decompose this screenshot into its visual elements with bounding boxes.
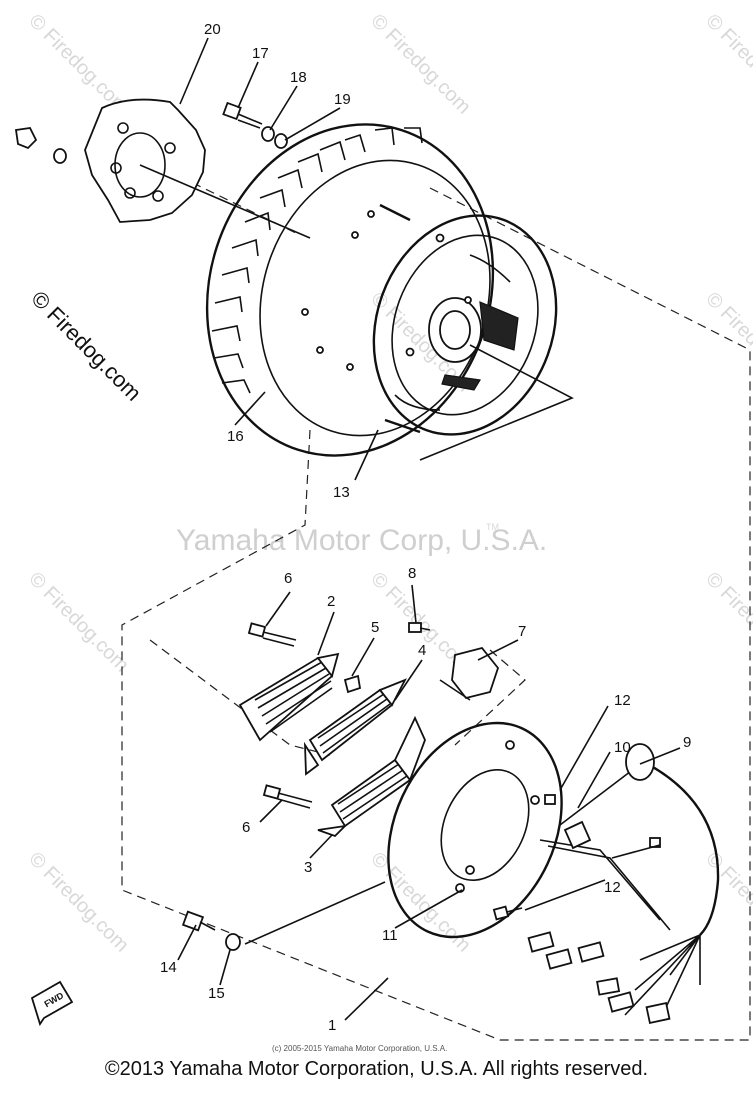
watermark-site-6: © Firedog.com — [24, 568, 133, 677]
coil-2 — [238, 652, 340, 742]
coil-3 — [317, 715, 426, 838]
label-3: 3 — [304, 859, 312, 876]
watermark-site-8: © Firedog.com — [701, 568, 753, 677]
label-17: 17 — [252, 45, 269, 62]
pulley-plate-center — [114, 132, 166, 198]
screw-12-upper — [544, 794, 556, 805]
rotor-axis-line — [419, 344, 574, 461]
washer-19 — [274, 133, 288, 149]
watermark-site-11: © Firedog.com — [701, 848, 753, 957]
label-11: 11 — [382, 927, 398, 944]
pickup-7 — [451, 646, 500, 700]
wire-harness — [527, 743, 720, 1024]
washer-18 — [261, 126, 275, 142]
watermark-tm: TM — [486, 522, 499, 532]
watermark-site-dark: © Firedog.com — [26, 286, 146, 406]
label-20: 20 — [204, 21, 221, 38]
watermark-site-9: © Firedog.com — [24, 848, 133, 957]
screw-12-lower — [492, 905, 523, 921]
label-6-lower: 6 — [242, 819, 250, 836]
label-4: 4 — [418, 642, 426, 659]
label-5: 5 — [371, 619, 379, 636]
rotor — [301, 203, 558, 436]
rotor-hub-bore — [439, 310, 471, 350]
label-14: 14 — [160, 959, 177, 976]
label-13: 13 — [333, 484, 350, 501]
fwd-arrow-icon: FWD — [30, 980, 74, 1027]
stator-plate — [387, 721, 563, 939]
watermark-site-2: © Firedog.com — [366, 10, 475, 119]
label-7: 7 — [518, 623, 526, 640]
copyright-footer: ©2013 Yamaha Motor Corporation, U.S.A. A… — [104, 1058, 649, 1080]
stator-inner — [440, 768, 530, 882]
rotor-magnet-2 — [441, 374, 481, 391]
flywheel-outer-rim — [205, 123, 495, 457]
watermark-site-5: © Firedog.com — [701, 288, 753, 397]
label-19: 19 — [334, 91, 351, 108]
fine-print: (c) 2005-2015 Yamaha Motor Corporation, … — [272, 1044, 447, 1053]
bolt-17 — [222, 101, 263, 129]
washer-15 — [225, 933, 241, 951]
washer-15-axis — [244, 881, 386, 945]
rotor-magnet-1 — [479, 301, 519, 351]
label-12-upper: 12 — [614, 692, 631, 709]
label-9: 9 — [683, 734, 691, 751]
label-6-upper: 6 — [284, 570, 292, 587]
plate-axis-line — [139, 164, 311, 239]
label-15: 15 — [208, 985, 225, 1002]
spacer-5 — [343, 674, 362, 694]
screw-6-lower — [262, 784, 313, 809]
screw-8 — [408, 622, 431, 633]
watermark-site-3: © Firedog.com — [701, 10, 753, 119]
watermark-owner: Yamaha Motor Corp, U.S.A. — [176, 524, 547, 557]
coil-4 — [303, 678, 407, 776]
label-16: 16 — [227, 428, 244, 445]
label-10: 10 — [614, 739, 631, 756]
screw-6-upper — [247, 622, 297, 647]
label-18: 18 — [290, 69, 307, 86]
flywheel-fins — [211, 127, 423, 394]
bolt-14 — [181, 910, 216, 932]
label-2: 2 — [327, 593, 335, 610]
leader-lines — [177, 37, 681, 1021]
pulley-plate — [84, 98, 206, 223]
label-1: 1 — [328, 1017, 336, 1034]
label-12-lower: 12 — [604, 879, 621, 896]
bolt-left — [14, 127, 67, 164]
label-8: 8 — [408, 565, 416, 582]
